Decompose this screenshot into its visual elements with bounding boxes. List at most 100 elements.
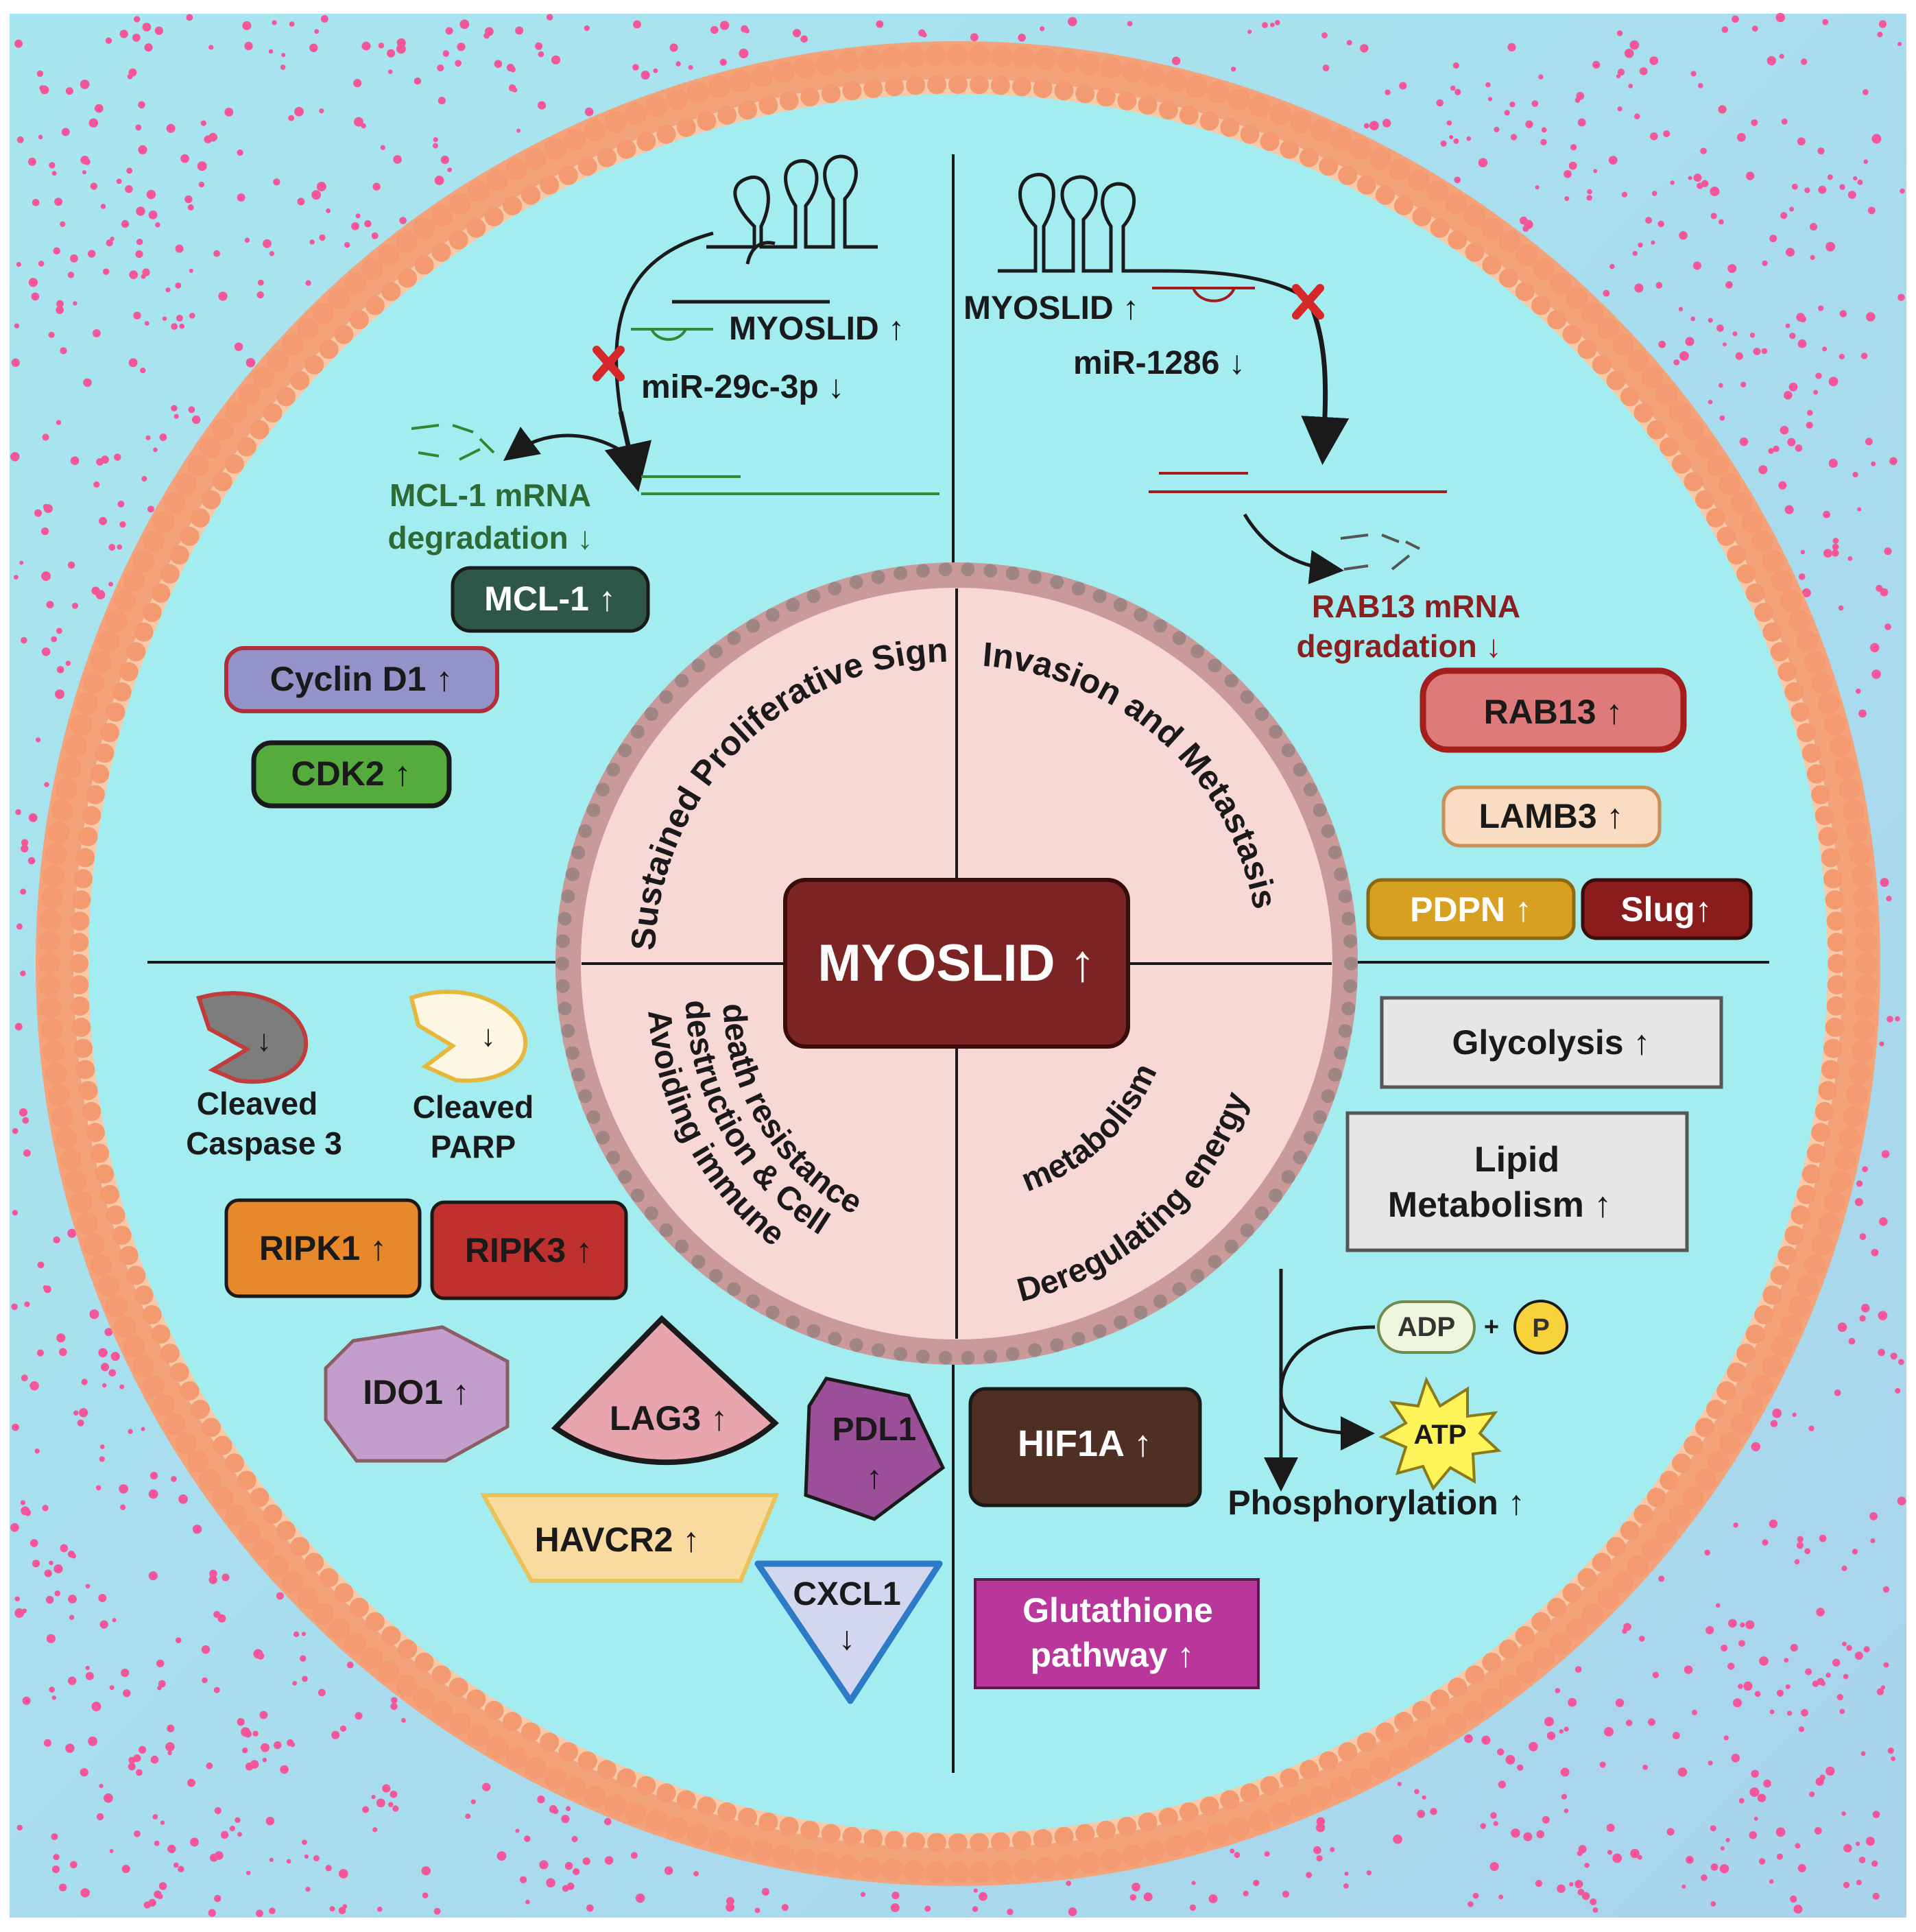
membrane-bead — [1547, 310, 1567, 330]
membrane-bead — [1186, 1829, 1208, 1852]
extracellular-dot — [1385, 89, 1391, 95]
membrane-bead — [625, 1802, 647, 1824]
extracellular-dot — [104, 1793, 113, 1803]
extracellular-dot — [309, 239, 315, 245]
caspase3-arrow: ↓ — [256, 1024, 272, 1058]
extracellular-dot — [1018, 34, 1026, 42]
membrane-bead — [1199, 1796, 1219, 1816]
extracellular-dot — [653, 68, 658, 73]
nuclear-bead — [1334, 1046, 1348, 1060]
membrane-bead — [1780, 1315, 1802, 1338]
membrane-bead — [970, 75, 989, 95]
extracellular-dot — [316, 182, 326, 191]
extracellular-dot — [1859, 1233, 1867, 1240]
extracellular-dot — [1886, 896, 1892, 902]
membrane-bead — [584, 119, 606, 142]
extracellular-dot — [754, 1907, 761, 1913]
extracellular-dot — [1879, 1041, 1884, 1047]
extracellular-dot — [1710, 1901, 1716, 1907]
membrane-bead — [365, 1612, 385, 1632]
membrane-bead — [1811, 671, 1834, 694]
extracellular-dot — [582, 1857, 590, 1865]
extracellular-dot — [36, 737, 41, 743]
extracellular-dot — [1738, 1684, 1743, 1689]
nuclear-bead — [983, 564, 998, 578]
membrane-bead — [1854, 909, 1877, 931]
extracellular-dot — [603, 1817, 612, 1826]
extracellular-dot — [1870, 1538, 1876, 1544]
extracellular-dot — [1727, 263, 1737, 274]
extracellular-dot — [41, 571, 51, 582]
extracellular-dot — [24, 1301, 30, 1307]
membrane-bead — [1736, 1344, 1756, 1363]
membrane-bead — [1827, 933, 1847, 952]
extracellular-dot — [1584, 1863, 1590, 1868]
extracellular-dot — [94, 104, 104, 113]
extracellular-dot — [1590, 1898, 1597, 1906]
membrane-bead — [160, 564, 180, 584]
membrane-bead — [1289, 110, 1312, 133]
arrow-mirna-to-rab13-mrna — [1301, 300, 1350, 465]
extracellular-dot — [297, 198, 305, 206]
extracellular-dot — [1346, 40, 1352, 46]
extracellular-dot — [272, 20, 277, 25]
extracellular-dot — [1732, 15, 1739, 23]
extracellular-dot — [186, 14, 193, 21]
extracellular-dot — [1795, 444, 1803, 452]
membrane-bead — [43, 1040, 65, 1062]
extracellular-dot — [56, 1333, 66, 1343]
extracellular-dot — [200, 120, 206, 126]
extracellular-dot — [1663, 130, 1670, 138]
parp-arrow: ↓ — [481, 1019, 496, 1053]
extracellular-dot — [1757, 1793, 1767, 1802]
extracellular-dot — [1282, 1890, 1290, 1898]
nuclear-bead — [1328, 846, 1342, 859]
membrane-bead — [1777, 662, 1797, 682]
membrane-bead — [1220, 117, 1240, 137]
extracellular-dot — [41, 647, 51, 656]
extracellular-dot — [1369, 121, 1379, 130]
extracellular-dot — [224, 107, 234, 117]
extracellular-dot — [1769, 1519, 1778, 1529]
glutathione-label-line2: pathway ↑ — [1031, 1636, 1195, 1674]
extracellular-dot — [1732, 331, 1738, 337]
extracellular-dot — [38, 134, 43, 140]
extracellular-dot — [719, 21, 730, 30]
membrane-bead — [1811, 1233, 1834, 1256]
extracellular-dot — [972, 1906, 979, 1912]
nuclear-bead — [1304, 783, 1317, 797]
membrane-bead — [132, 549, 155, 572]
membrane-bead — [676, 117, 696, 137]
extracellular-dot — [237, 193, 246, 202]
extracellular-dot — [1843, 1673, 1849, 1680]
extracellular-dot — [342, 1904, 348, 1909]
extracellular-dot — [1871, 134, 1882, 144]
extracellular-dot — [54, 198, 63, 206]
membrane-bead — [1516, 1661, 1538, 1684]
membrane-bead — [175, 1432, 197, 1455]
extracellular-dot — [29, 1381, 39, 1391]
extracellular-dot — [208, 1909, 216, 1917]
membrane-bead — [1754, 1305, 1774, 1324]
extracellular-dot — [221, 1573, 230, 1582]
extracellular-dot — [1625, 1719, 1633, 1726]
membrane-bead — [1853, 887, 1876, 909]
membrane-bead — [738, 1807, 758, 1827]
extracellular-dot — [171, 1476, 177, 1482]
extracellular-dot — [1877, 32, 1883, 38]
nuclear-bead — [1255, 707, 1269, 721]
membrane-bead — [1463, 1700, 1485, 1723]
mcl1-degradation-label: degradation ↓ — [387, 520, 592, 556]
extracellular-dot — [157, 1685, 162, 1691]
membrane-bead — [597, 1760, 616, 1780]
extracellular-dot — [1529, 1741, 1538, 1752]
extracellular-dot — [1855, 1841, 1860, 1846]
extracellular-dot — [1608, 156, 1618, 165]
extracellular-dot — [32, 1560, 40, 1568]
membrane-bead — [1811, 1123, 1831, 1143]
extracellular-dot — [344, 241, 350, 248]
extracellular-dot — [630, 1852, 638, 1859]
extracellular-dot — [1593, 169, 1598, 174]
membrane-bead — [1828, 954, 1847, 973]
membrane-bead — [290, 1537, 310, 1557]
